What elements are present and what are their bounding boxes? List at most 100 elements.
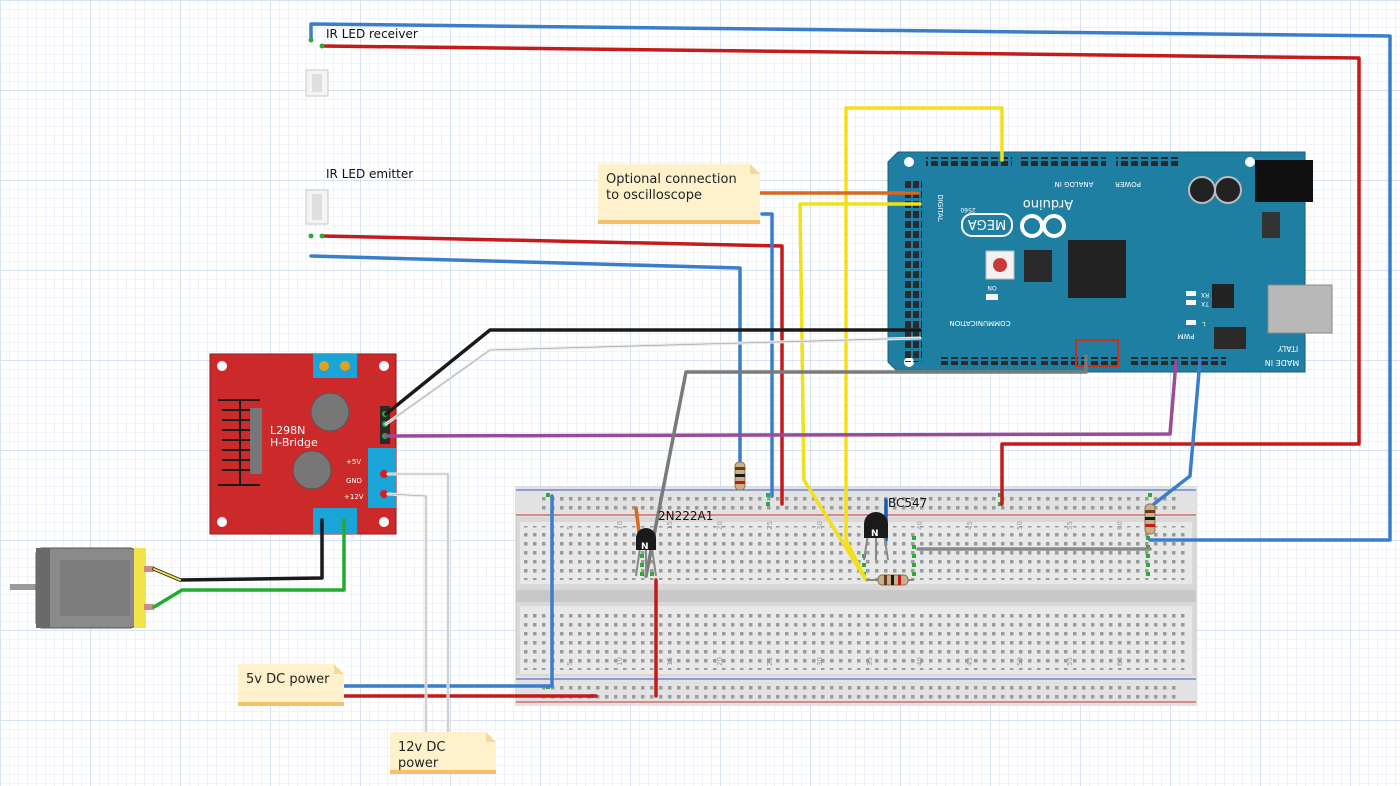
dc-motor xyxy=(10,547,154,629)
breadboard-column-number-top: 10 xyxy=(616,521,624,530)
wire-ground-gray[interactable] xyxy=(644,354,1088,578)
hbridge-pin-12v-label: +12V xyxy=(344,493,364,501)
icsp-header xyxy=(1024,250,1052,282)
ir-receiver-label: IR LED receiver xyxy=(326,27,418,41)
header-top-left xyxy=(926,157,1012,166)
on-led xyxy=(986,294,998,300)
power-jack xyxy=(1255,160,1313,202)
header-bottom-middle xyxy=(1040,357,1120,365)
breadboard-column-number-bottom: 5 xyxy=(566,662,574,666)
arduino-tx-label: TX xyxy=(1201,300,1210,307)
hbridge-pin-5v-label: +5V xyxy=(346,458,361,466)
arduino-mega-board: Arduino MEGA 2560 ANALOG IN POWER DIGITA… xyxy=(887,151,1333,373)
arduino-l-label: L xyxy=(1202,320,1206,327)
arduino-rx-label: RX xyxy=(1201,291,1209,298)
icsp-header-2 xyxy=(1214,327,1246,349)
resistor-ir-receiver xyxy=(734,461,746,491)
hbridge-terminal-power xyxy=(368,448,396,508)
breadboard-column-number-bottom: 15 xyxy=(666,657,674,666)
power-12v-note-text: 12v DC power xyxy=(398,740,446,771)
arduino-italy-label: ITALY xyxy=(1278,344,1298,353)
breadboard-column-number-top: 25 xyxy=(766,521,774,530)
l298n-hbridge: L298N H-Bridge +5V GND +12V xyxy=(209,353,397,535)
arduino-analog-label: ANALOG IN xyxy=(1055,180,1094,188)
arduino-power-label: POWER xyxy=(1115,180,1141,188)
header-analog xyxy=(1020,157,1106,166)
arduino-digital-label: DIGITAL xyxy=(936,194,944,221)
arduino-year-text: 2560 xyxy=(960,206,975,213)
oscilloscope-note-text: Optional connection to oscilloscope xyxy=(606,172,737,203)
hbridge-capacitor-1 xyxy=(310,392,350,432)
hbridge-5v-terminal xyxy=(380,470,388,478)
breadboard-column-number-bottom: 55 xyxy=(1066,657,1074,666)
svg-text:N: N xyxy=(871,529,879,539)
hbridge-title-line1: L298N xyxy=(270,424,305,437)
hbridge-terminal-motor xyxy=(313,508,357,534)
arduino-on-label: ON xyxy=(987,284,996,291)
power-5v-note: 5v DC power xyxy=(238,664,344,702)
arduino-logo xyxy=(1020,214,1066,238)
wire-receiver-power[interactable] xyxy=(320,44,1361,506)
transistor-2n222a1: N xyxy=(635,527,657,577)
ir-led-receiver xyxy=(305,69,329,97)
resistor-bc547 xyxy=(866,574,914,586)
resistor-right xyxy=(1144,503,1156,535)
header-power xyxy=(1116,157,1180,166)
wire-gnd-blue-right[interactable] xyxy=(1152,358,1202,506)
transistor-bc547: N xyxy=(863,512,889,561)
breadboard-column-number-top: 5 xyxy=(566,526,574,530)
wire-receiver-signal[interactable] xyxy=(309,22,1392,542)
wire-blue-digital[interactable] xyxy=(760,212,774,498)
breadboard: 5510101515202025253030353540404545505055… xyxy=(515,486,1197,706)
breadboard-column-number-top: 55 xyxy=(1066,521,1074,530)
arduino-brand-text: Arduino xyxy=(1023,196,1073,211)
arduino-made-in-label: MADE IN xyxy=(1265,358,1299,367)
transistor-2n222a1-label: 2N222A1 xyxy=(658,509,714,523)
breadboard-column-number-bottom: 60 xyxy=(1116,657,1124,666)
breadboard-column-number-bottom: 25 xyxy=(766,657,774,666)
hbridge-pin-gnd-label: GND xyxy=(346,477,362,485)
hbridge-12v-terminal xyxy=(380,490,388,498)
usb-port xyxy=(1267,284,1333,334)
reset-button-cap[interactable] xyxy=(993,258,1007,272)
wire-motor-green[interactable] xyxy=(152,518,346,609)
breadboard-column-number-bottom: 30 xyxy=(816,657,824,666)
power-12v-note: 12v DC power xyxy=(390,732,496,771)
power-5v-note-text: 5v DC power xyxy=(246,672,330,687)
breadboard-column-number-bottom: 10 xyxy=(616,657,624,666)
ir-led-emitter xyxy=(305,189,329,225)
hbridge-capacitor-2 xyxy=(292,450,332,490)
arduino-communication-label: COMMUNICATION xyxy=(949,319,1010,327)
breadboard-column-number-top: 60 xyxy=(1116,521,1124,530)
breadboard-column-number-top: 20 xyxy=(716,521,724,530)
breadboard-column-number-top: 50 xyxy=(1016,521,1024,530)
breadboard-column-number-top: 30 xyxy=(816,521,824,530)
wire-yellow-analog[interactable] xyxy=(844,106,1004,582)
breadboard-column-number-top: 45 xyxy=(966,521,974,530)
wire-control-black[interactable] xyxy=(384,328,922,416)
header-pwm xyxy=(1130,357,1226,365)
breadboard-column-number-bottom: 20 xyxy=(716,657,724,666)
header-communication xyxy=(940,357,1036,365)
ir-emitter-label: IR LED emitter xyxy=(326,167,414,181)
motor-end-cap xyxy=(134,548,146,628)
arduino-pwm-label: PWM xyxy=(1177,332,1194,340)
breadboard-column-number-top: 15 xyxy=(666,521,674,530)
breadboard-column-number-bottom: 40 xyxy=(916,657,924,666)
hbridge-title-line2: H-Bridge xyxy=(270,436,318,449)
header-digital-left xyxy=(904,180,922,362)
breadboard-column-number-bottom: 50 xyxy=(1016,657,1024,666)
wire-5v-supply[interactable] xyxy=(342,494,554,688)
svg-text:N: N xyxy=(641,542,649,552)
arduino-model-text: MEGA xyxy=(968,216,1007,231)
breadboard-column-number-bottom: 45 xyxy=(966,657,974,666)
wire-emitter-ground[interactable] xyxy=(309,254,742,466)
oscilloscope-note: Optional connection to oscilloscope xyxy=(598,164,760,220)
atmega-chip xyxy=(1068,240,1126,298)
wire-emitter-power[interactable] xyxy=(320,234,784,506)
transistor-bc547-label: BC547 xyxy=(888,496,928,510)
breadboard-column-number-top: 40 xyxy=(916,521,924,530)
breadboard-column-number-bottom: 35 xyxy=(866,657,874,666)
wire-enable-purple[interactable] xyxy=(384,360,1178,438)
